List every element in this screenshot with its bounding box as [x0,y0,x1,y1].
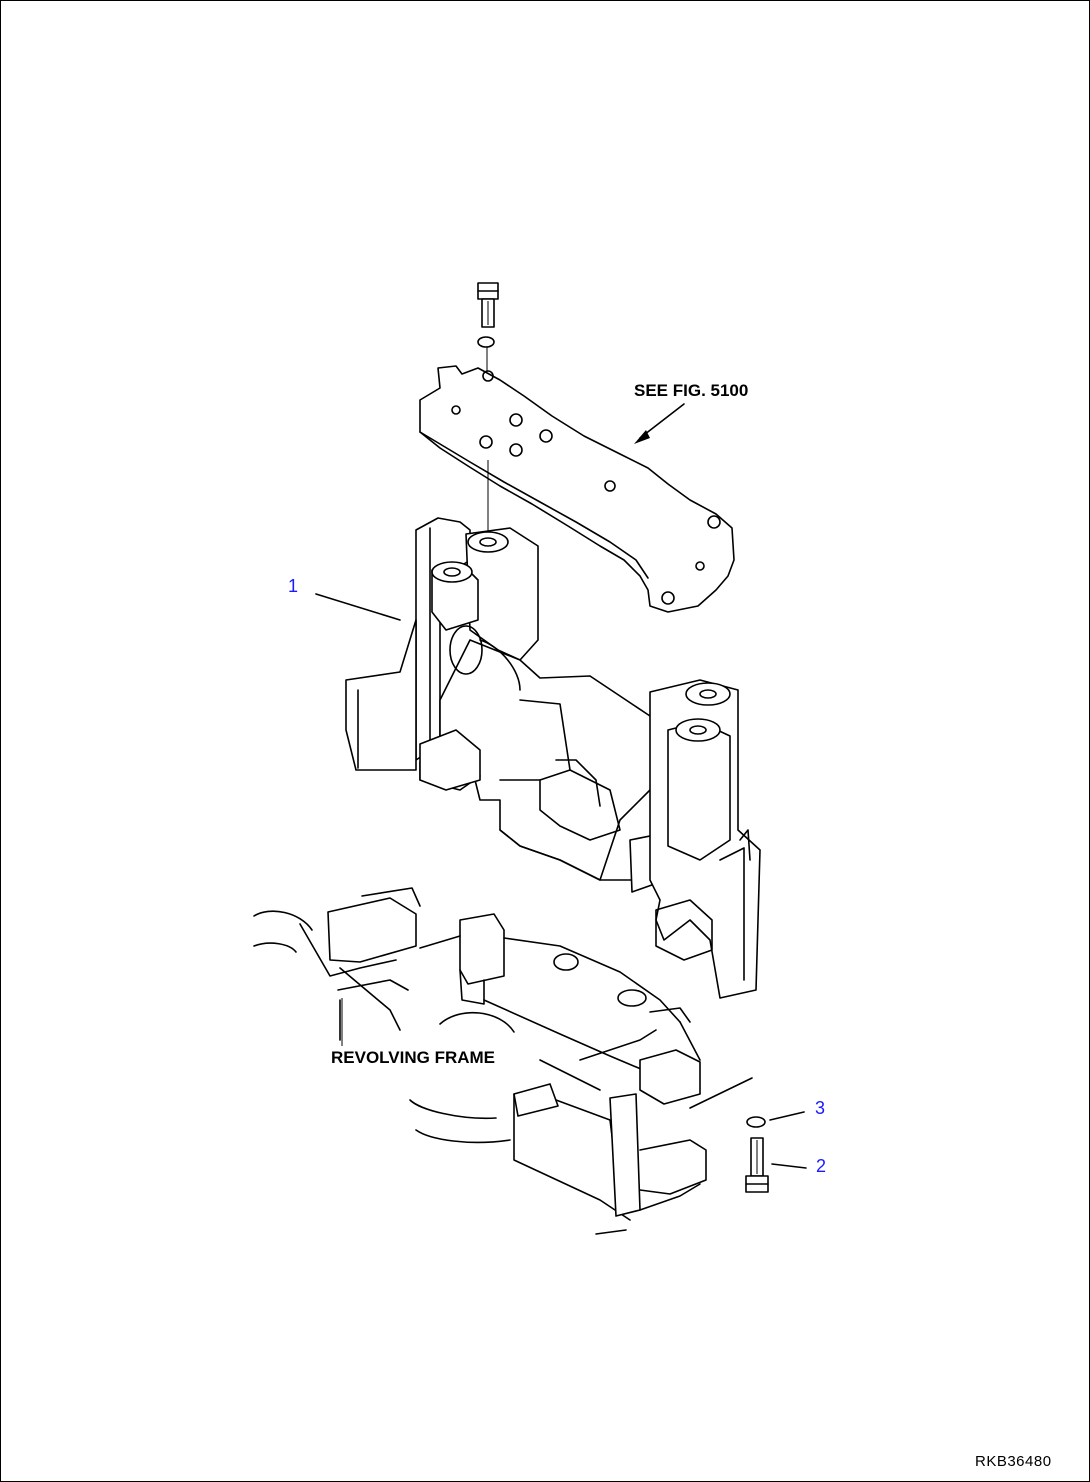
callout-3-number: 3 [815,1098,825,1118]
upper-plate [419,365,735,613]
revolving-frame [253,887,753,1235]
callout-2-number: 2 [816,1156,826,1176]
drawing-code: RKB36480 [975,1453,1052,1470]
reference-note: SEE FIG. 5100 [634,381,748,400]
top-washer [477,336,495,348]
revolving-frame-label: REVOLVING FRAME [331,1048,495,1067]
reference-arrow [634,403,685,444]
callout-1-number: 1 [288,576,298,596]
washer-part [746,1116,766,1128]
callout-1-leader [315,593,401,621]
callout-2-leader [771,1163,807,1169]
top-bolt [477,282,499,328]
frame-bracket [345,517,761,999]
bolt-part [745,1137,769,1193]
callout-3-leader [769,1111,805,1121]
